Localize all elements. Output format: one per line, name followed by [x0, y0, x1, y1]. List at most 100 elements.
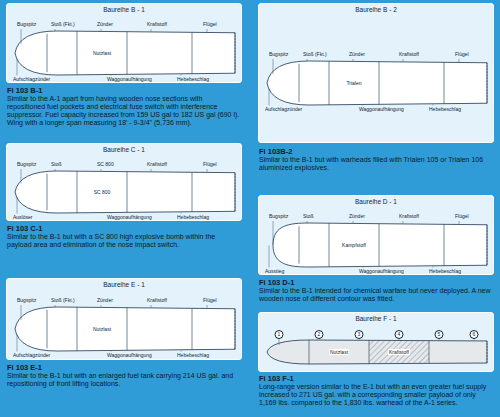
section-line [309, 340, 310, 364]
panel-heading: Baureihe B - 2 [259, 6, 493, 14]
section-line [369, 340, 370, 363]
caption-block: Fi 103 E-1Similar to the B-1 but with an… [7, 363, 241, 388]
leader-line [269, 246, 270, 268]
caption-body: Similar to the B-1 but with a SC 800 hig… [7, 233, 241, 249]
leader-line [55, 305, 56, 307]
caption-title: Fi 103 E-1 [7, 363, 241, 372]
leader-line [55, 29, 56, 31]
fuselage-drawing [7, 279, 243, 361]
fuselage-outline [273, 223, 487, 267]
leader-line [21, 305, 22, 320]
fuselage-outline [267, 340, 487, 364]
part-label: Waggonaufhängung [107, 214, 152, 220]
variant-panel: Baureihe B - 2BugspitzStoß (Fkt.)ZünderK… [258, 3, 494, 143]
variant-panel: Baureihe C - 1BugspitzStoßSC 800Kraftsto… [6, 143, 242, 221]
leader-line [353, 221, 354, 223]
leader-line [273, 221, 274, 245]
callout-number: 2 [315, 330, 324, 339]
leader-line [21, 169, 22, 184]
callout-number: 5 [435, 330, 444, 339]
leader-line [269, 88, 270, 105]
leader-line [17, 58, 18, 75]
leader-line [363, 266, 364, 268]
fuel-tank-hatch [369, 340, 429, 363]
caption-body: Long-range version similar to the E-1 bu… [259, 383, 493, 407]
section-cut [487, 63, 488, 103]
leader-line [151, 29, 152, 31]
panel-heading: Baureihe C - 1 [7, 146, 241, 154]
caption-body: Similar to the B-1 intended for chemical… [259, 287, 493, 303]
leader-line [207, 169, 208, 172]
part-label: Bugspitz [17, 161, 36, 167]
leader-line [17, 197, 18, 213]
part-label: Nutzlast [92, 326, 112, 332]
leader-line [21, 29, 22, 44]
section-line [429, 341, 430, 364]
section-line [127, 308, 128, 351]
part-label: Waggonaufhängung [107, 76, 152, 82]
part-label: Zünder [349, 213, 365, 219]
section-line [192, 32, 193, 73]
part-label: Nutzlast [329, 349, 349, 355]
leader-line [433, 104, 434, 105]
leader-line [101, 29, 102, 31]
section-line [444, 224, 445, 265]
fuselage-outline [15, 31, 235, 75]
leader-line [403, 59, 404, 61]
fuselage-drawing [7, 144, 243, 222]
fuselage-drawing [259, 196, 495, 276]
part-label: Zünder [349, 51, 365, 57]
part-label: Kraftstoff [388, 349, 410, 355]
part-label: Kraftstoff [399, 213, 419, 219]
leader-line [101, 305, 102, 307]
section-line [127, 172, 128, 213]
callout-number: 3 [355, 330, 364, 339]
part-label: Hebebeschlag [177, 214, 209, 220]
part-label: Nutzlast [92, 50, 112, 56]
part-label: Stoß [303, 213, 314, 219]
leader-line [181, 74, 182, 75]
leader-line [151, 305, 152, 307]
leader-line [353, 59, 354, 61]
variant-panel: Baureihe B - 1BugspitzStoß (Fkt.)ZünderK… [6, 3, 242, 83]
leader-line [181, 212, 182, 213]
part-label: Kraftstoff [147, 21, 167, 27]
part-label: Flügel [203, 21, 217, 27]
part-label: Waggonaufhängung [359, 268, 404, 274]
section-line [192, 308, 193, 349]
part-label: Waggonaufhängung [359, 106, 404, 112]
panel-heading: Baureihe E - 1 [7, 281, 241, 289]
caption-block: Fi 103 B-1Similar to the A-1 apart from … [7, 86, 241, 127]
variant-panel: Baureihe F - 1123456NutzlastKraftstoff [258, 312, 494, 372]
part-label: SC 800 [93, 189, 112, 195]
fuselage-outline [267, 61, 487, 105]
part-label: Hebebeschlag [177, 76, 209, 82]
leader-line [111, 350, 112, 352]
caption-title: Fi 103 C-1 [7, 224, 241, 233]
part-label: Waggonaufhängung [107, 352, 152, 358]
section-line [329, 223, 330, 267]
part-label: Flügel [203, 161, 217, 167]
caption-title: Fi 103 F-1 [259, 374, 493, 383]
part-label: Hebebeschlag [429, 106, 461, 112]
section-line [77, 171, 78, 213]
section-line [379, 62, 380, 105]
leader-line [307, 59, 308, 61]
leader-line [111, 212, 112, 214]
part-label: Hebebeschlag [429, 268, 461, 274]
caption-block: Fi 103B-2Similar to the B-1 but with war… [259, 147, 493, 172]
caption-title: Fi 103 B-1 [7, 86, 241, 95]
caption-block: Fi 103 F-1Long-range version similar to … [259, 374, 493, 407]
leader-line [111, 74, 112, 76]
part-label: SC 800 [97, 161, 114, 167]
panel-heading: Baureihe D - 1 [259, 198, 493, 206]
section-line [299, 226, 300, 263]
section-line [47, 34, 48, 72]
leader-line [403, 221, 404, 223]
part-label: Kampfstoff [341, 242, 367, 248]
section-line [299, 64, 300, 102]
leader-line [181, 350, 182, 351]
part-label: Bugspitz [17, 21, 36, 27]
caption-body: Similar to the B-1 but with an enlarged … [7, 372, 241, 388]
